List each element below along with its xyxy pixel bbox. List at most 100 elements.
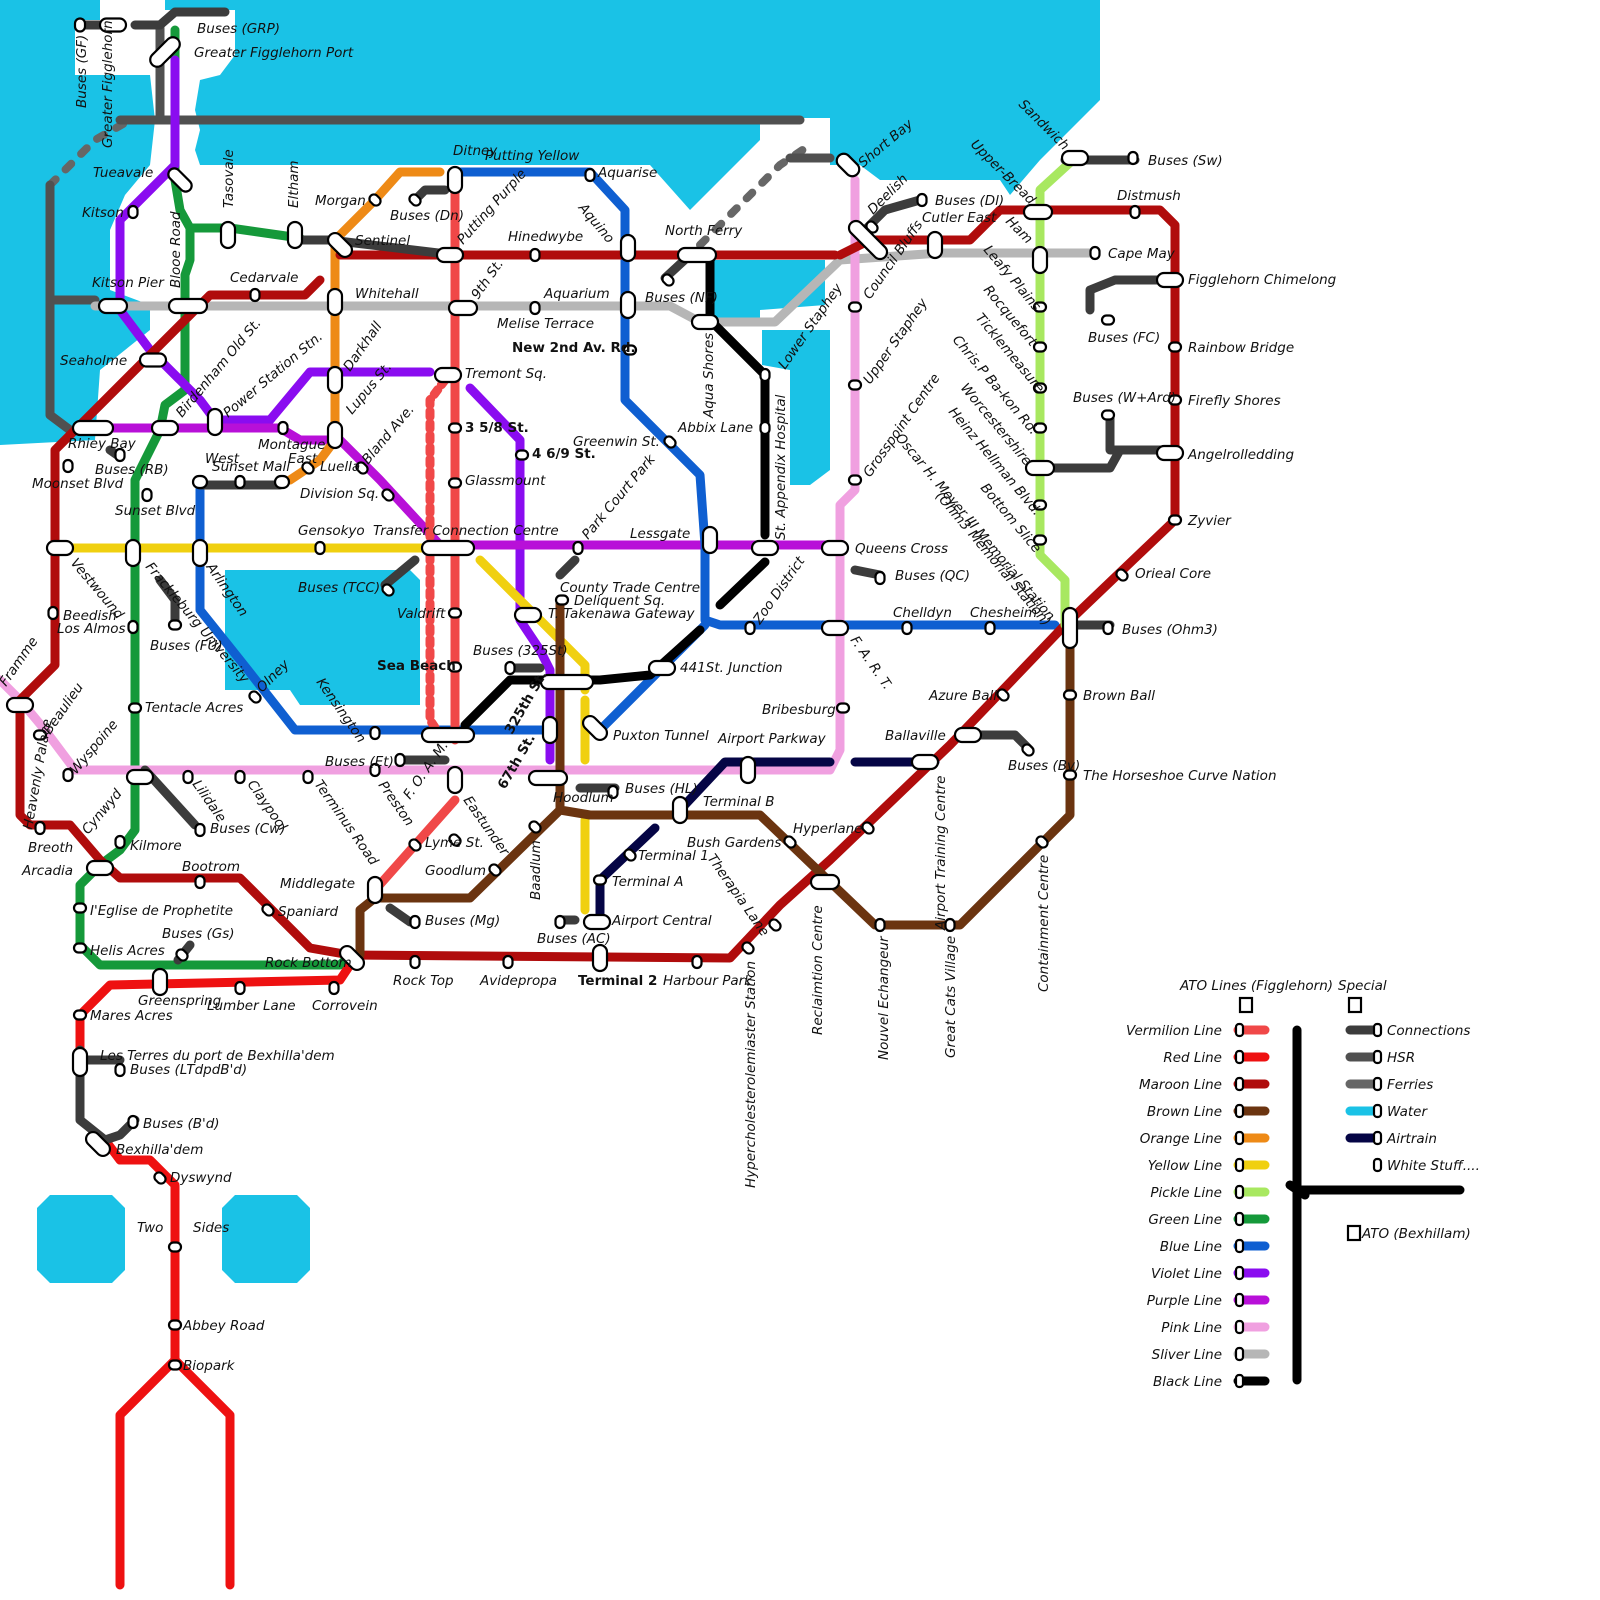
label-ballaville[interactable]: Ballaville xyxy=(885,728,946,744)
station-marker[interactable] xyxy=(251,289,260,301)
station-marker[interactable] xyxy=(221,222,235,248)
station-marker[interactable] xyxy=(328,422,342,448)
station-marker[interactable] xyxy=(903,622,912,634)
station-marker[interactable] xyxy=(531,249,540,261)
label-st-appendix-hospital[interactable]: St. Appendix Hospital xyxy=(773,394,789,540)
label-441-junction[interactable]: 441St. Junction xyxy=(680,660,783,676)
label-terminal-2[interactable]: Terminal 2 xyxy=(578,973,657,989)
station-marker[interactable] xyxy=(621,235,635,261)
label-horseshoe[interactable]: The Horseshoe Curve Nation xyxy=(1083,768,1277,784)
station-marker[interactable] xyxy=(99,299,127,313)
station-marker[interactable] xyxy=(649,661,675,675)
station-marker[interactable] xyxy=(328,367,342,393)
label-biopark[interactable]: Biopark xyxy=(183,1358,236,1374)
label-azure-ball[interactable]: Azure Ball xyxy=(928,688,997,704)
label-nouvel-echangeur[interactable]: Nouvel Echangeur xyxy=(876,935,892,1060)
label-dyswynd[interactable]: Dyswynd xyxy=(170,1170,232,1186)
station-marker[interactable] xyxy=(449,609,461,618)
station-marker[interactable] xyxy=(449,479,461,488)
label-buses-gf[interactable]: Buses (GF) xyxy=(74,35,90,108)
label-tueavale[interactable]: Tueavale xyxy=(93,165,153,181)
station-marker[interactable] xyxy=(166,166,194,194)
station-marker[interactable] xyxy=(504,956,513,968)
label-valdrift[interactable]: Valdrift xyxy=(397,606,446,622)
station-marker[interactable] xyxy=(193,476,207,488)
station-marker[interactable] xyxy=(49,607,58,619)
station-marker[interactable] xyxy=(912,755,938,769)
label-los-almos[interactable]: Los Almos xyxy=(57,621,126,637)
label-goodlum[interactable]: Goodlum xyxy=(425,863,486,879)
station-marker[interactable] xyxy=(87,861,113,875)
station-marker[interactable] xyxy=(516,451,528,460)
station-marker[interactable] xyxy=(236,771,245,783)
station-marker[interactable] xyxy=(74,944,86,953)
label-sunset-mall[interactable]: Sunset Mall xyxy=(212,459,290,475)
label-middlegate[interactable]: Middlegate xyxy=(280,876,355,892)
label-corrovein[interactable]: Corrovein xyxy=(312,998,378,1014)
label-buses-ac[interactable]: Buses (AC) xyxy=(537,931,611,947)
station-marker[interactable] xyxy=(531,302,540,314)
station-marker[interactable] xyxy=(918,194,927,206)
station-marker[interactable] xyxy=(279,422,288,434)
label-greater-figglehorn-port[interactable]: Greater Figglehorn Port xyxy=(194,45,354,61)
label-two[interactable]: Two xyxy=(137,1220,163,1236)
label-lyme-st[interactable]: Lyme St. xyxy=(425,835,484,851)
label-containment-centre[interactable]: Containment Centre xyxy=(1036,855,1052,992)
label-buses-ward[interactable]: Buses (W+Ard) xyxy=(1073,390,1176,406)
label-bush-gardens[interactable]: Bush Gardens xyxy=(687,835,781,851)
station-marker[interactable] xyxy=(193,540,207,566)
label-reclaimtion-centre[interactable]: Reclaimtion Centre xyxy=(810,905,826,1035)
station-marker[interactable] xyxy=(73,421,113,435)
label-blooe-road[interactable]: Blooe Road xyxy=(168,211,184,288)
station-marker[interactable] xyxy=(196,824,205,836)
label-puxton-tunnel[interactable]: Puxton Tunnel xyxy=(613,728,709,744)
station-marker[interactable] xyxy=(746,622,755,634)
label-buses-dn[interactable]: Buses (Dn) xyxy=(390,208,464,224)
station-marker[interactable] xyxy=(1131,206,1140,218)
label-buses-dl[interactable]: Buses (Dl) xyxy=(935,193,1004,209)
station-marker[interactable] xyxy=(169,621,181,630)
label-buses-sw[interactable]: Buses (Sw) xyxy=(1148,153,1223,169)
station-marker[interactable] xyxy=(129,621,138,633)
label-buses-325st[interactable]: Buses (325St) xyxy=(473,643,568,659)
station-marker[interactable] xyxy=(986,622,995,634)
label-airport-parkway[interactable]: Airport Parkway xyxy=(717,731,827,747)
label-buses-mg[interactable]: Buses (Mg) xyxy=(425,913,500,929)
label-far[interactable]: F. A. R. T. xyxy=(847,633,895,693)
label-putting-yellow[interactable]: Putting Yellow xyxy=(485,148,580,164)
label-morgan[interactable]: Morgan xyxy=(315,193,366,209)
station-marker[interactable] xyxy=(1091,247,1100,259)
station-marker[interactable] xyxy=(152,421,178,435)
label-aquarise[interactable]: Aquarise xyxy=(597,165,657,181)
station-marker[interactable] xyxy=(1033,247,1047,273)
station-marker[interactable] xyxy=(328,289,342,315)
label-avidepropa[interactable]: Avidepropa xyxy=(479,973,557,989)
label-distmush[interactable]: Distmush xyxy=(1117,188,1181,204)
station-marker[interactable] xyxy=(411,916,420,928)
station-marker[interactable] xyxy=(849,476,861,485)
label-abbix-lane[interactable]: Abbix Lane xyxy=(677,420,753,436)
station-marker[interactable] xyxy=(849,303,861,312)
station-marker[interactable] xyxy=(129,206,138,218)
label-bootrom[interactable]: Bootrom xyxy=(182,859,240,875)
label-brown-ball[interactable]: Brown Ball xyxy=(1083,688,1155,704)
label-ninth-st[interactable]: 9th St. xyxy=(468,256,507,302)
label-buses-gs[interactable]: Buses (Gs) xyxy=(162,926,235,942)
station-marker[interactable] xyxy=(236,982,245,994)
station-marker[interactable] xyxy=(752,541,778,555)
label-rhiey-bay[interactable]: Rhiey Bay xyxy=(68,436,137,452)
label-airport-training-centre[interactable]: Airport Training Centre xyxy=(933,776,949,931)
station-marker[interactable] xyxy=(129,704,141,713)
station-marker[interactable] xyxy=(703,527,717,553)
label-firefly-shores[interactable]: Firefly Shores xyxy=(1188,393,1281,409)
station-marker[interactable] xyxy=(1024,205,1052,219)
station-marker[interactable] xyxy=(304,771,313,783)
station-marker[interactable] xyxy=(543,717,557,743)
label-luella[interactable]: Luella xyxy=(320,459,360,475)
label-lumber-lane[interactable]: Lumber Lane xyxy=(207,998,296,1014)
station-marker[interactable] xyxy=(368,877,382,903)
label-arcadia[interactable]: Arcadia xyxy=(21,863,73,879)
station-marker[interactable] xyxy=(169,1321,181,1330)
station-marker[interactable] xyxy=(1157,446,1183,460)
station-marker[interactable] xyxy=(422,728,474,742)
